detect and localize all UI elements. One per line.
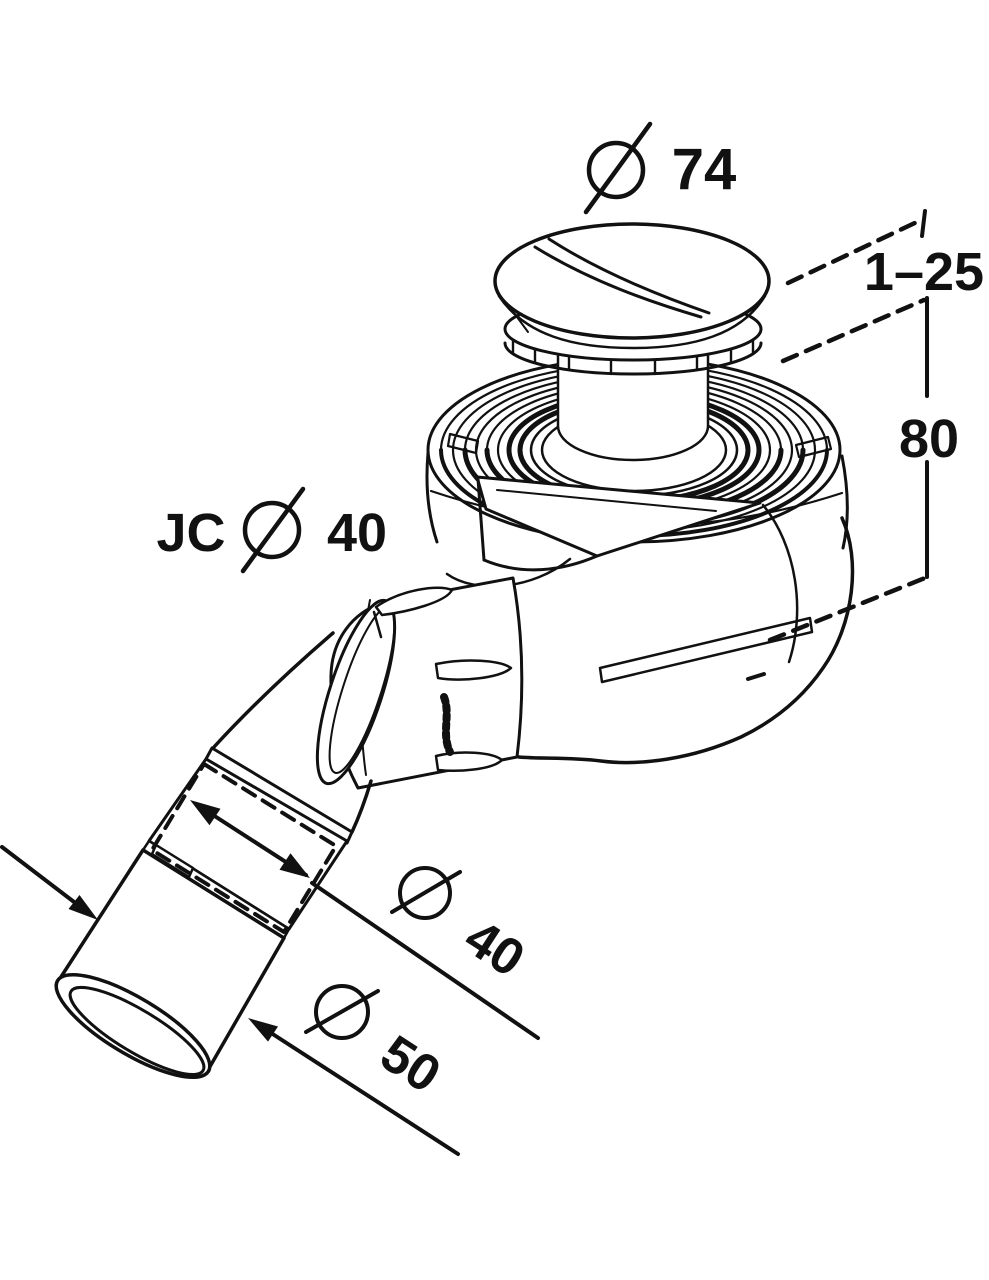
ext-line-body-bottom xyxy=(767,575,928,643)
pipe-sleeve xyxy=(54,746,354,1080)
diameter-icon-50 xyxy=(304,984,380,1040)
stray-dash xyxy=(746,672,766,681)
flange-tab-left xyxy=(446,432,480,455)
diameter-icon-40 xyxy=(390,866,462,920)
dim-inner-pipe-value: 40 xyxy=(454,908,534,988)
wing-tab-bottom xyxy=(434,751,504,772)
leader-outer-pipe xyxy=(248,1018,460,1156)
cap-swoosh xyxy=(547,237,711,315)
outlet-pipe xyxy=(212,631,373,834)
cap-dome xyxy=(493,222,771,350)
arrowhead-icon xyxy=(68,895,98,920)
dim-adjust-range-value: 1–25 xyxy=(864,242,984,302)
diameter-icon-jc40 xyxy=(240,486,306,574)
arrowhead-icon xyxy=(248,1018,278,1042)
trap-body xyxy=(517,503,855,765)
dim-outlet-joint-prefix: JC xyxy=(156,503,225,563)
dim-cap-diameter-value: 74 xyxy=(672,137,737,202)
hidden-pipe-dashed xyxy=(150,762,338,934)
ext-tick xyxy=(920,209,927,238)
outlet-shroud xyxy=(445,475,762,588)
body-outline xyxy=(517,516,855,765)
riser-neck xyxy=(556,348,710,462)
cap-swoosh-2 xyxy=(533,245,703,319)
arrowhead-icon xyxy=(190,800,221,826)
wing-tab-top xyxy=(374,586,454,617)
sleeve-mouth-inner xyxy=(68,985,206,1077)
diameter-icon-74 xyxy=(583,121,653,215)
ext-line-cap-top xyxy=(785,218,922,286)
ext-line-flange-top xyxy=(780,297,927,364)
dim-outlet-joint-value: 40 xyxy=(327,503,387,563)
dim-trap-height-value: 80 xyxy=(899,409,959,469)
dimension-lines xyxy=(767,209,929,643)
dim-outer-pipe-value: 50 xyxy=(370,1024,450,1104)
strainer-slots xyxy=(511,338,755,376)
body-slot xyxy=(598,616,814,684)
leader-inner-pipe xyxy=(310,881,540,1040)
flow-arrow xyxy=(0,845,98,920)
flange-tab-right xyxy=(794,435,833,459)
nut-marking xyxy=(440,693,454,756)
arrowhead-icon xyxy=(279,853,310,878)
compression-nut xyxy=(315,576,524,790)
sleeve-mouth xyxy=(54,972,212,1080)
wing-tab-front xyxy=(434,659,513,681)
nut-notch xyxy=(372,610,383,639)
body-crease xyxy=(761,503,799,664)
diameter-arrow xyxy=(190,800,310,878)
